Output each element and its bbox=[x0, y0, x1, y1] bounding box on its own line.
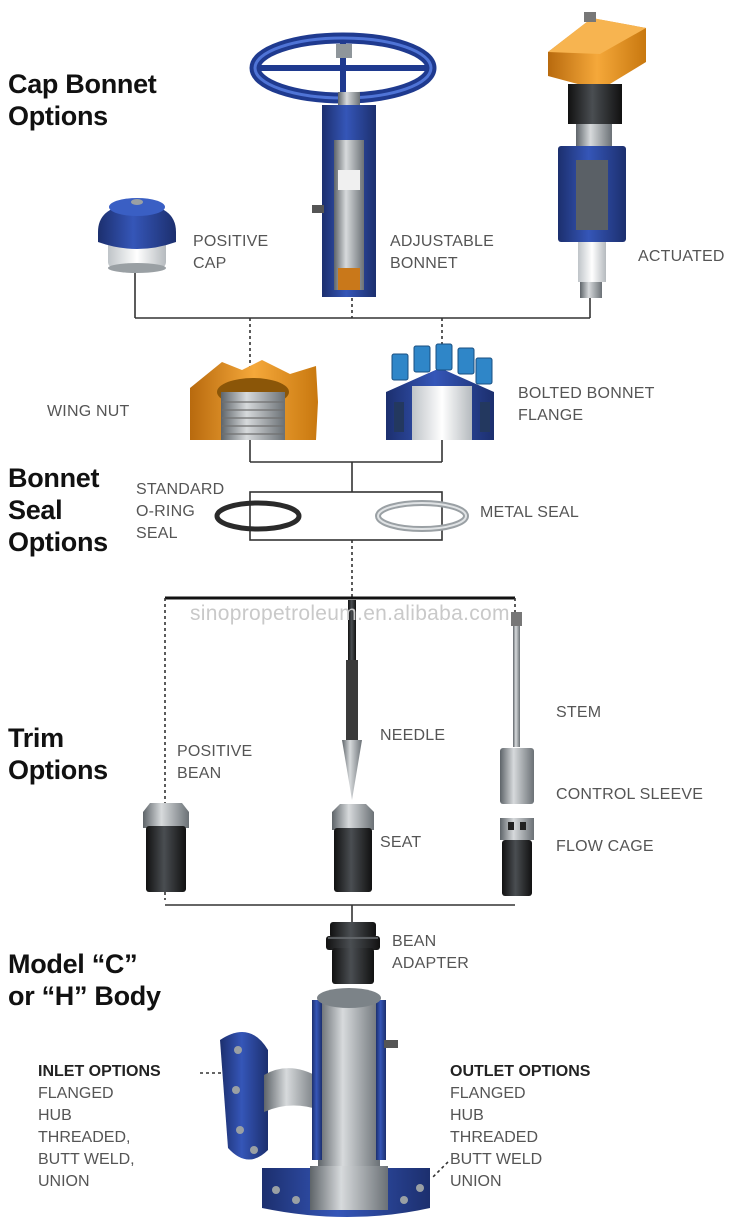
stem-part bbox=[511, 612, 522, 747]
bolted-flange-part bbox=[386, 343, 494, 440]
inlet-options-heading: INLET OPTIONS bbox=[38, 1063, 161, 1080]
oring-seal-part bbox=[214, 500, 302, 532]
section-title-body: Model “C” or “H” Body bbox=[8, 949, 161, 1011]
outlet-option-item: UNION bbox=[450, 1173, 502, 1190]
inlet-option-item: HUB bbox=[38, 1107, 72, 1124]
label-adjustable-bonnet: ADJUSTABLE BONNET bbox=[390, 233, 494, 272]
inlet-option-item: FLANGED bbox=[38, 1085, 114, 1102]
label-flow-cage: FLOW CAGE bbox=[556, 838, 654, 855]
section-title-cap-bonnet: Cap Bonnet Options bbox=[8, 69, 157, 131]
inlet-option-item: THREADED, bbox=[38, 1129, 131, 1146]
label-standard-oring-seal: STANDARD O-RING SEAL bbox=[136, 481, 225, 542]
valve-body-part bbox=[220, 988, 430, 1217]
label-positive-bean: POSITIVE BEAN bbox=[177, 743, 253, 782]
label-seat: SEAT bbox=[380, 834, 422, 851]
outlet-option-item: HUB bbox=[450, 1107, 484, 1124]
outlet-option-item: FLANGED bbox=[450, 1085, 526, 1102]
label-metal-seal: METAL SEAL bbox=[480, 504, 579, 521]
wing-nut-part bbox=[190, 360, 318, 440]
actuated-part bbox=[548, 12, 646, 298]
flow-cage-part bbox=[500, 818, 534, 896]
outlet-option-item: BUTT WELD bbox=[450, 1151, 543, 1168]
label-bolted-bonnet-flange: BOLTED BONNET FLANGE bbox=[518, 385, 655, 424]
outlet-options-heading: OUTLET OPTIONS bbox=[450, 1063, 591, 1080]
label-stem: STEM bbox=[556, 704, 602, 721]
outlet-leader bbox=[431, 1161, 449, 1179]
control-sleeve-part bbox=[500, 748, 534, 804]
label-actuated: ACTUATED bbox=[638, 248, 725, 265]
label-bean-adapter: BEAN ADAPTER bbox=[392, 933, 469, 972]
positive-bean-part bbox=[143, 803, 189, 892]
label-positive-cap: POSITIVE CAP bbox=[193, 233, 269, 272]
outlet-options-block: OUTLET OPTIONS FLANGED HUB THREADED BUTT… bbox=[450, 1061, 590, 1193]
adjustable-bonnet-part bbox=[249, 32, 437, 297]
positive-cap-part bbox=[98, 198, 176, 273]
inlet-option-item: UNION bbox=[38, 1173, 90, 1190]
bean-adapter-part bbox=[326, 922, 380, 984]
outlet-option-item: THREADED bbox=[450, 1129, 539, 1146]
watermark-text: sinopropetroleum.en.alibaba.com bbox=[190, 602, 510, 625]
inlet-options-block: INLET OPTIONS FLANGED HUB THREADED, BUTT… bbox=[38, 1061, 161, 1193]
seal-box bbox=[249, 491, 443, 541]
label-wing-nut: WING NUT bbox=[47, 403, 130, 420]
section-title-trim: Trim Options bbox=[8, 723, 108, 785]
section-title-bonnet-seal: Bonnet Seal Options bbox=[8, 463, 108, 557]
needle-part bbox=[342, 600, 362, 800]
label-control-sleeve: CONTROL SLEEVE bbox=[556, 786, 704, 803]
metal-seal-part bbox=[375, 500, 469, 532]
seat-part bbox=[332, 804, 374, 892]
label-needle: NEEDLE bbox=[380, 727, 446, 744]
inlet-option-item: BUTT WELD, bbox=[38, 1151, 135, 1168]
